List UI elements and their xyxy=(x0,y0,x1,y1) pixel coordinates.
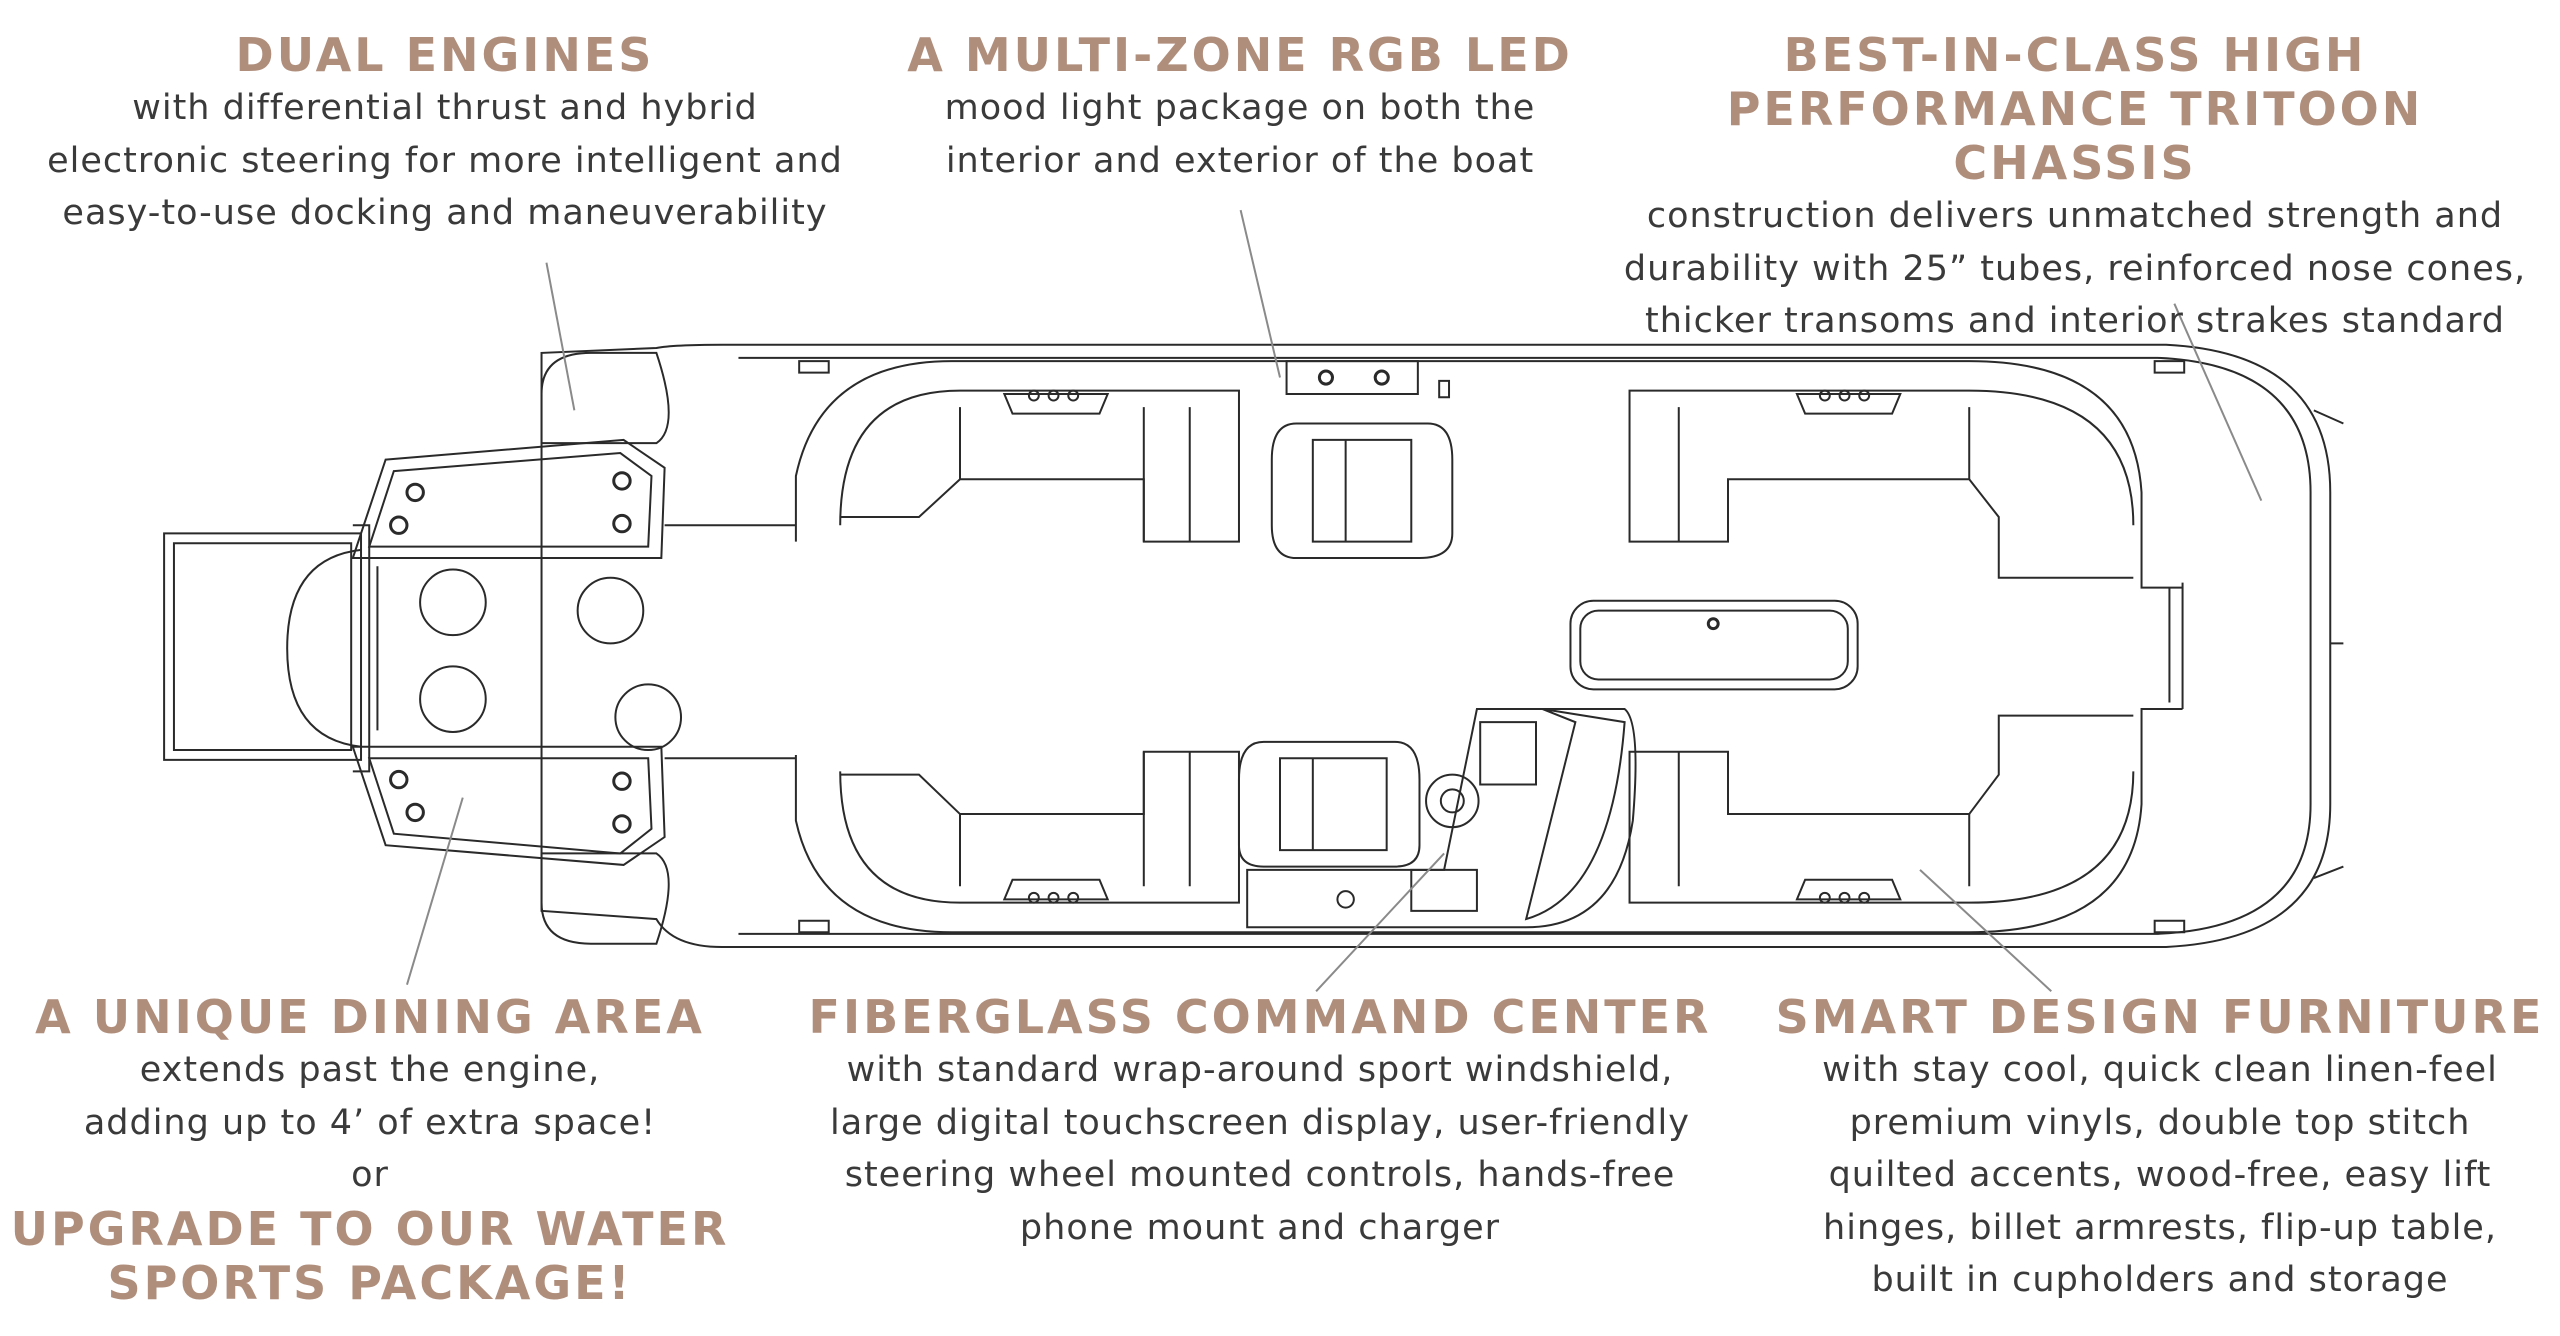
dining-line-3: or xyxy=(351,1155,389,1195)
led-lights xyxy=(1319,371,1388,384)
upgrade-title-2: SPORTS PACKAGE! xyxy=(107,1255,633,1310)
chassis-title-2: PERFORMANCE TRITOON CHASSIS xyxy=(1726,82,2424,190)
aft-rail-bottom xyxy=(542,853,669,943)
callout-furniture: SMART DESIGN FURNITURE with stay cool, q… xyxy=(1770,990,2550,1307)
led-console-top xyxy=(1287,361,1418,394)
callout-dining: A UNIQUE DINING AREA extends past the en… xyxy=(10,990,730,1310)
center-table-inner xyxy=(1580,611,1847,680)
upgrade-title-1: UPGRADE TO OUR WATER xyxy=(10,1201,730,1256)
windshield xyxy=(1526,709,1624,919)
furniture-line-3: quilted accents, wood-free, easy lift xyxy=(1828,1155,2492,1195)
furniture-line-2: premium vinyls, double top stitch xyxy=(1849,1102,2471,1143)
rgb-led-line-2: interior and exterior of the boat xyxy=(945,140,1535,181)
callout-rgb-led: A MULTI-ZONE RGB LED mood light package … xyxy=(880,28,1600,187)
copilot-seat xyxy=(1272,423,1453,558)
rgb-led-title: A MULTI-ZONE RGB LED xyxy=(907,28,1573,82)
engine-lower-inner xyxy=(369,758,651,853)
helm-seat-inner xyxy=(1280,758,1387,850)
furniture-line-4: hinges, billet armrests, flip-up table, xyxy=(1823,1207,2497,1248)
callout-command-center: FIBERGLASS COMMAND CENTER with standard … xyxy=(760,990,1760,1254)
command-line-4: phone mount and charger xyxy=(1019,1207,1501,1248)
engine-upper-inner xyxy=(369,453,651,547)
engine-upper xyxy=(353,440,665,558)
seat-cushion xyxy=(960,407,1190,542)
dining-title: A UNIQUE DINING AREA xyxy=(35,990,705,1044)
engine-lower xyxy=(353,747,665,865)
table-post xyxy=(1708,619,1718,629)
steering-hub xyxy=(1441,789,1464,812)
bow-cone xyxy=(2314,410,2344,878)
engine-bolts xyxy=(391,473,631,832)
swim-platform xyxy=(164,533,361,759)
dining-line-2: adding up to 4’ of extra space! xyxy=(83,1102,657,1143)
steering-wheel xyxy=(1426,775,1479,828)
leader-engines xyxy=(546,263,574,411)
chassis-title-1: BEST-IN-CLASS HIGH xyxy=(1783,28,2367,82)
leader-lines xyxy=(407,210,2261,991)
command-line-3: steering wheel mounted controls, hands-f… xyxy=(844,1155,1676,1195)
dining-line-1: extends past the engine, xyxy=(139,1050,601,1090)
seat-cushion-lower xyxy=(960,752,1190,887)
switch xyxy=(1439,381,1449,397)
hull-inner xyxy=(738,358,2310,934)
bow-gate xyxy=(2169,583,2182,709)
gunwale-line xyxy=(665,525,796,758)
fwd-seat-lower xyxy=(1630,716,2134,903)
furniture-line-1: with stay cool, quick clean linen-feel xyxy=(1822,1050,2498,1090)
deck-outline-lower xyxy=(796,709,2183,932)
copilot-seat-inner xyxy=(1313,440,1411,542)
cupholders xyxy=(1004,391,1900,903)
furniture-line-5: built in cupholders and storage xyxy=(1871,1260,2449,1300)
platform-rail xyxy=(287,550,361,747)
chassis-line-2: durability with 25” tubes, reinforced no… xyxy=(1623,248,2527,289)
aft-seat-upper xyxy=(840,391,1239,542)
dining-stools xyxy=(420,570,681,751)
leader-command xyxy=(1316,853,1444,991)
aft-seat-lower xyxy=(840,752,1239,903)
helm-seat xyxy=(1239,742,1420,867)
aft-rail-top xyxy=(542,353,669,443)
furniture-title: SMART DESIGN FURNITURE xyxy=(1775,990,2545,1044)
leader-chassis xyxy=(2174,304,2261,501)
chassis-line-3: thicker transoms and interior strakes st… xyxy=(1645,301,2505,341)
hull-outline xyxy=(542,345,2331,947)
callout-dual-engines: DUAL ENGINES with differential thrust an… xyxy=(10,28,880,240)
chassis-line-1: construction delivers unmatched strength… xyxy=(1646,196,2504,236)
display xyxy=(1480,722,1536,784)
command-line-1: with standard wrap-around sport windshie… xyxy=(846,1050,1674,1090)
dual-engines-line-3: easy-to-use docking and maneuverability xyxy=(62,193,828,233)
center-table xyxy=(1570,601,1857,690)
fwd-cushion xyxy=(1679,407,1969,886)
deck-outline xyxy=(796,361,2183,587)
leader-dining xyxy=(407,798,463,985)
command-line-2: large digital touchscreen display, user-… xyxy=(829,1102,1690,1143)
command-console xyxy=(1247,709,1635,927)
callout-chassis: BEST-IN-CLASS HIGH PERFORMANCE TRITOON C… xyxy=(1600,28,2550,348)
rgb-led-line-1: mood light package on both the xyxy=(944,88,1536,128)
swim-platform-inner xyxy=(174,543,351,750)
leader-led xyxy=(1241,210,1280,377)
dual-engines-line-1: with differential thrust and hybrid xyxy=(132,88,758,128)
dual-engines-title: DUAL ENGINES xyxy=(235,28,655,82)
cleats xyxy=(799,361,2184,932)
leader-furniture xyxy=(1920,870,2051,991)
helm-lower xyxy=(1337,870,1476,911)
dual-engines-line-2: electronic steering for more intelligent… xyxy=(47,140,843,181)
command-title: FIBERGLASS COMMAND CENTER xyxy=(808,990,1712,1044)
fwd-seat-upper xyxy=(1630,391,2134,578)
